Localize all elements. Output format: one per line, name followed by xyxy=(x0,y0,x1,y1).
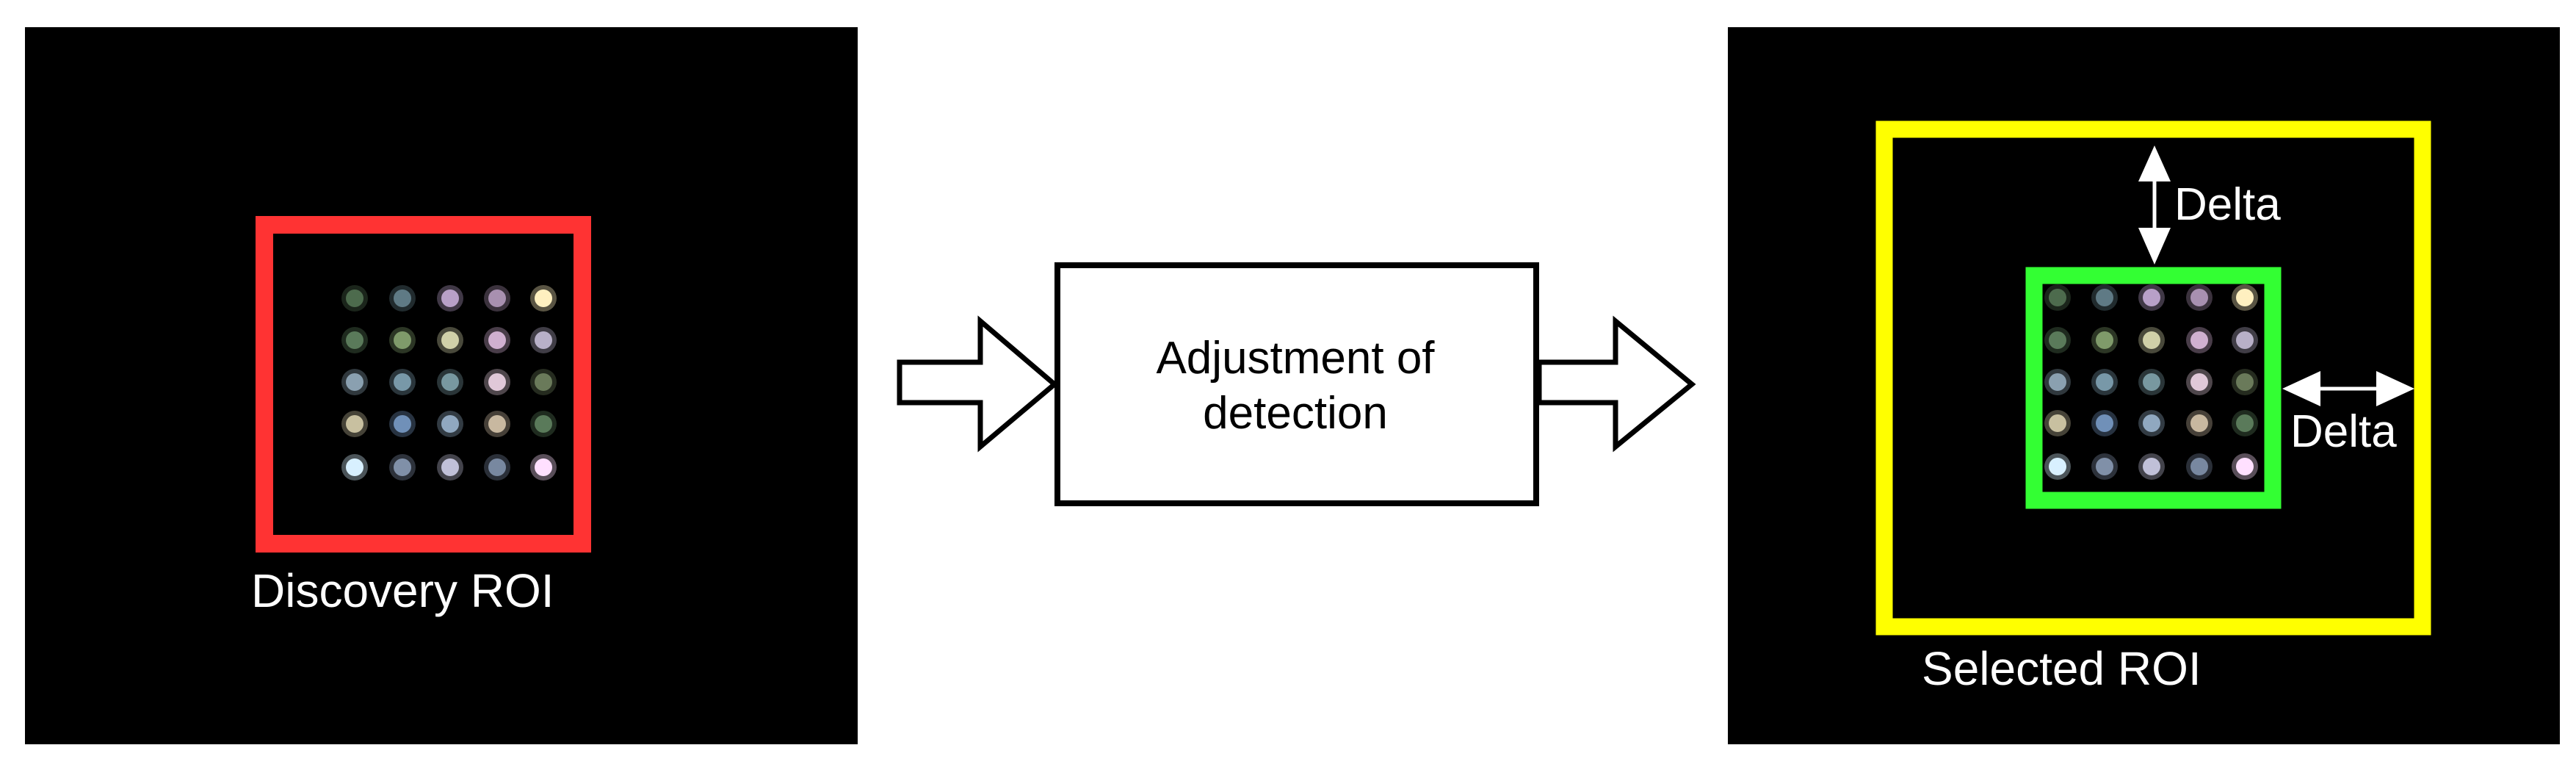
spot xyxy=(488,415,506,433)
spot xyxy=(394,289,411,307)
spot xyxy=(535,289,552,307)
spot xyxy=(394,458,411,476)
spot xyxy=(2096,289,2113,306)
spot xyxy=(2049,331,2066,349)
delta-horizontal-arrow-icon xyxy=(2282,371,2414,406)
spot xyxy=(2190,458,2208,475)
spot xyxy=(2143,373,2160,391)
discovery-roi-box xyxy=(256,216,591,553)
spot xyxy=(2096,458,2113,475)
spot xyxy=(2096,373,2113,391)
spot xyxy=(2096,331,2113,349)
spot xyxy=(2096,414,2113,432)
adjustment-process-box xyxy=(1054,262,1539,506)
spot xyxy=(394,415,411,433)
spot xyxy=(441,415,459,433)
spot xyxy=(2143,331,2160,349)
process-label-line2: detection xyxy=(1203,388,1388,439)
spot xyxy=(2049,458,2066,475)
spot xyxy=(441,289,459,307)
spot xyxy=(2236,289,2254,306)
spot xyxy=(441,373,459,391)
spot xyxy=(346,415,363,433)
spot xyxy=(2143,289,2160,306)
spot xyxy=(2049,373,2066,391)
spot-grid-left xyxy=(341,285,557,481)
spot xyxy=(2143,414,2160,432)
spot xyxy=(535,331,552,349)
spot xyxy=(488,289,506,307)
spot xyxy=(346,331,363,349)
spot xyxy=(488,373,506,391)
spot xyxy=(2143,458,2160,475)
process-label-line1: Adjustment of xyxy=(1156,333,1435,384)
selected-roi-label: Selected ROI xyxy=(1922,642,2201,695)
output-arrow xyxy=(1536,315,1696,453)
detected-roi-box xyxy=(2025,267,2282,509)
spot-grid-right xyxy=(2044,284,2258,480)
delta-vertical-label: Delta xyxy=(2174,179,2281,230)
selected-roi-box xyxy=(1875,120,2431,636)
spot xyxy=(394,331,411,349)
spot xyxy=(346,458,363,476)
spot xyxy=(2190,373,2208,391)
spot xyxy=(488,331,506,349)
spot xyxy=(2236,373,2254,391)
delta-horizontal-label: Delta xyxy=(2290,406,2397,457)
spot xyxy=(346,289,363,307)
spot xyxy=(2236,331,2254,349)
discovery-image-panel xyxy=(25,27,858,744)
spot xyxy=(535,458,552,476)
spot xyxy=(394,373,411,391)
spot xyxy=(441,331,459,349)
spot xyxy=(535,373,552,391)
spot xyxy=(2190,414,2208,432)
spot xyxy=(535,415,552,433)
spot xyxy=(2190,289,2208,306)
spot xyxy=(2049,414,2066,432)
spot xyxy=(488,458,506,476)
spot xyxy=(2236,458,2254,475)
spot xyxy=(2049,289,2066,306)
input-arrow xyxy=(897,315,1059,453)
spot xyxy=(441,458,459,476)
spot xyxy=(2236,414,2254,432)
discovery-roi-label: Discovery ROI xyxy=(251,564,554,617)
spot xyxy=(346,373,363,391)
delta-vertical-arrow-icon xyxy=(2138,145,2171,265)
spot xyxy=(2190,331,2208,349)
